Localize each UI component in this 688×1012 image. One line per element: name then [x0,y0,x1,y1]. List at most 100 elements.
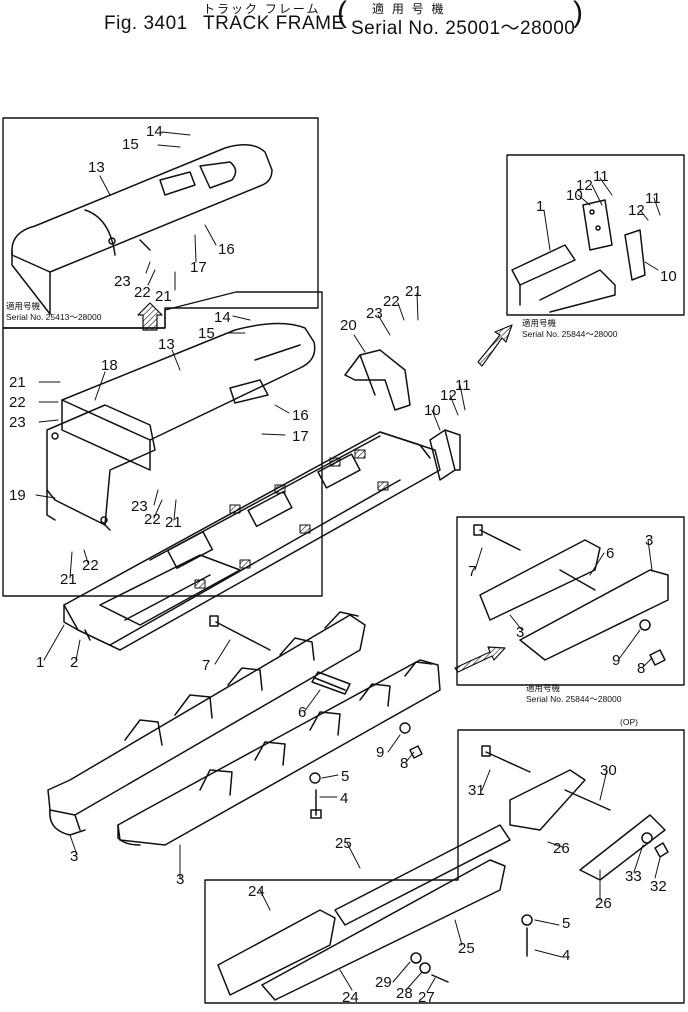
callout-13: 13 [158,336,175,353]
figure-number: Fig. 3401 [104,13,188,34]
callout-19: 19 [9,487,26,504]
callout-10: 10 [424,402,441,419]
track-frame-main [63,431,441,651]
callout-17: 17 [190,259,207,276]
callout-8: 8 [400,755,408,772]
callout-21: 21 [405,283,422,300]
bolt-7 [209,615,271,651]
callout-5: 5 [562,915,570,932]
track-guard-lower [117,659,441,846]
callout-10: 10 [566,187,583,204]
nut-8a [409,745,423,759]
callout-16: 16 [292,407,309,424]
callout-22: 22 [82,557,99,574]
bracket-20 [344,349,411,411]
callout-22: 22 [144,511,161,528]
callout-30: 30 [600,762,617,779]
callout-21: 21 [9,374,26,391]
leader-lines [35,131,661,993]
callout-14: 14 [214,309,231,326]
callout-15: 15 [198,325,215,342]
callout-18: 18 [101,357,118,374]
callout-21: 21 [165,514,182,531]
callout-22: 22 [9,394,26,411]
callout-17: 17 [292,428,309,445]
callout-6: 6 [298,704,306,721]
washer-5a [309,772,321,784]
callout-3: 3 [176,871,184,888]
callout-5: 5 [341,768,349,785]
callout-2: 2 [70,654,78,671]
callout-25: 25 [458,940,475,957]
callout-3: 3 [645,532,653,549]
callout-22: 22 [383,293,400,310]
callout-10: 10 [660,268,677,285]
callout-20: 20 [340,317,357,334]
figure-title: TRACK FRAME [203,13,345,34]
callout-26: 26 [553,840,570,857]
track-guard-upper [47,611,366,836]
callout-8: 8 [637,660,645,677]
callout-15: 15 [122,136,139,153]
note-kana-tl: 適用号機 [6,301,41,311]
callout-23: 23 [9,414,26,431]
op-label: (OP) [620,717,638,727]
inset-frame-mid-right [456,516,685,686]
callout-7: 7 [202,657,210,674]
callout-11: 11 [593,168,609,185]
frame-top-right-inset [511,199,646,313]
callout-33: 33 [625,868,642,885]
note-kana-tr: 適用号機 [522,318,557,328]
bolt-4a [310,789,322,819]
inset-frame-left [2,291,323,597]
note-kana-mr: 適用号機 [526,683,561,693]
callout-4: 4 [340,790,348,807]
inset-frame-top-right [506,154,685,316]
callout-9: 9 [376,744,384,761]
washer-9a [399,722,411,734]
callout-12: 12 [576,177,593,194]
note-serial-tl: Serial No. 25413～28000 [6,312,102,322]
callout-13: 13 [88,159,105,176]
callout-27: 27 [418,989,435,1006]
callout-31: 31 [468,782,485,799]
serial-range: Serial No. 25001～28000 [351,18,576,39]
callout-3: 3 [70,848,78,865]
indicator-arrows [137,302,513,673]
callout-24: 24 [342,989,359,1006]
callout-32: 32 [650,878,667,895]
callout-25: 25 [335,835,352,852]
callout-7: 7 [468,563,476,580]
callout-11: 11 [645,190,661,207]
callout-9: 9 [612,652,620,669]
callout-28: 28 [396,985,413,1002]
guard-mid-right-inset [473,524,669,666]
callout-3: 3 [516,624,524,641]
callout-16: 16 [218,241,235,258]
callout-24: 24 [248,883,265,900]
callout-6: 6 [606,545,614,562]
note-serial-mr: Serial No. 25844～28000 [526,694,622,704]
guard-bottom-right-inset [217,745,669,1001]
callout-23: 23 [114,273,131,290]
callout-12: 12 [440,387,457,404]
callout-29: 29 [375,974,392,991]
callout-4: 4 [562,947,570,964]
callout-21: 21 [155,288,172,305]
cover-left-inset [46,322,316,531]
callout-11: 11 [455,377,471,394]
note-serial-tr: Serial No. 25844～28000 [522,329,618,339]
paren-open: ( [337,0,347,29]
serial-kana: 適 用 号 機 [372,2,446,16]
bracket-10-mid [429,429,461,481]
callout-22: 22 [134,284,151,301]
title-kana: トラック フレーム [203,2,321,16]
callout-1: 1 [536,198,544,215]
callout-12: 12 [628,202,645,219]
callout-1: 1 [36,654,44,671]
callout-14: 14 [146,123,163,140]
cover-top-inset [11,144,273,315]
callout-21: 21 [60,571,77,588]
